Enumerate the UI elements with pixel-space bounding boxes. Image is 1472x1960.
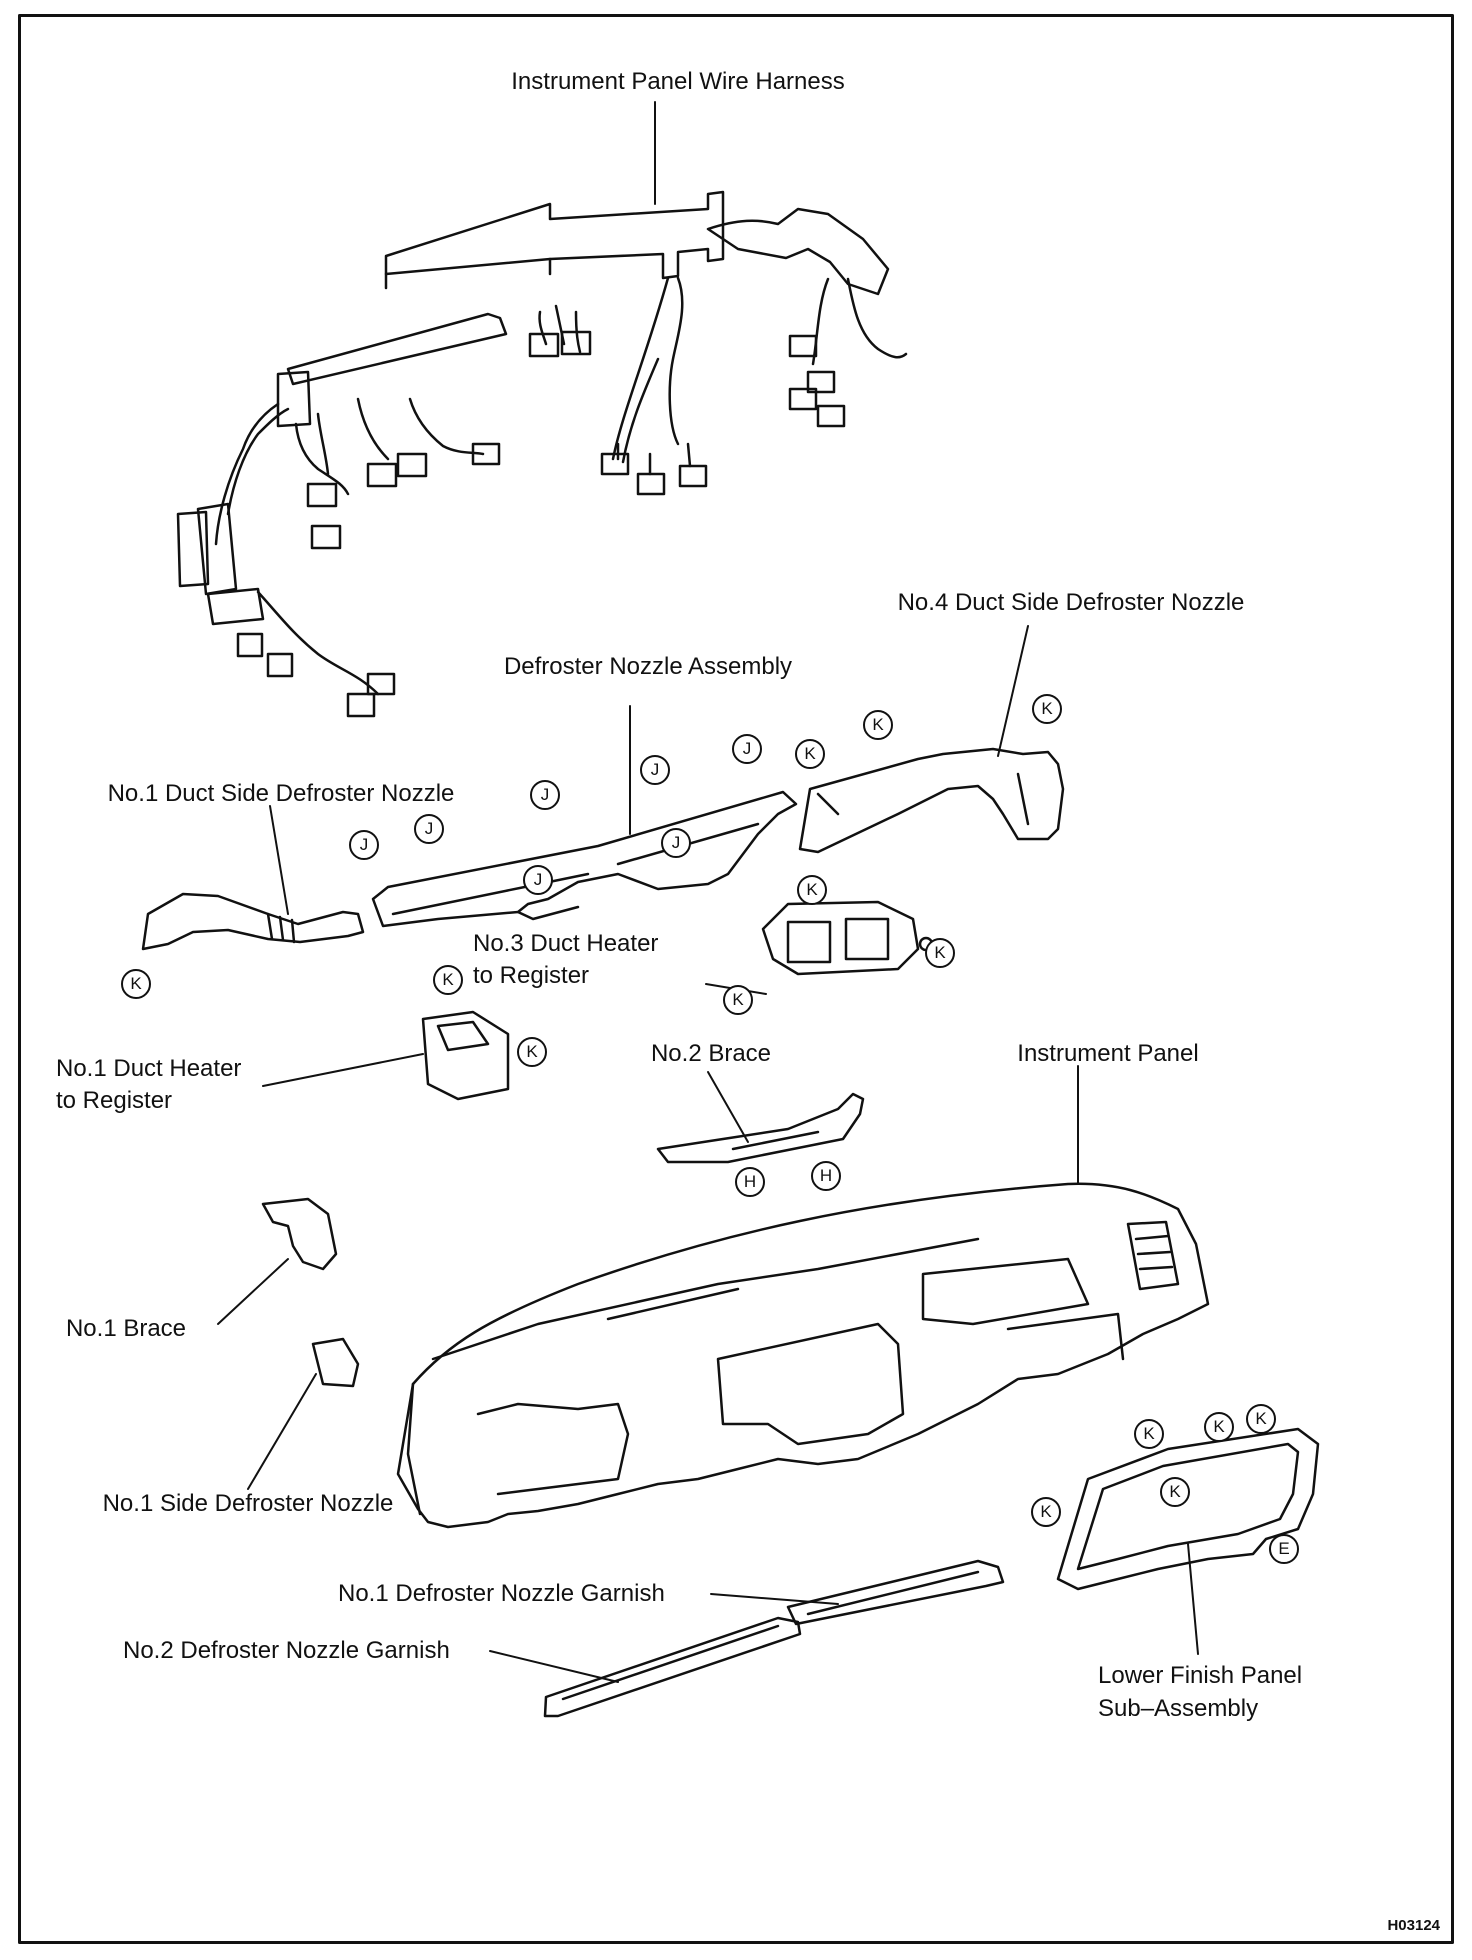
- marker-j: J: [414, 814, 444, 844]
- label-no2-defroster-nozzle-garnish: No.2 Defroster Nozzle Garnish: [123, 1637, 450, 1664]
- marker-k: K: [797, 875, 827, 905]
- marker-k: K: [517, 1037, 547, 1067]
- label-instrument-panel: Instrument Panel: [1017, 1040, 1199, 1067]
- figure-code: H03124: [1387, 1917, 1440, 1934]
- exploded-view-drawing: [18, 14, 1454, 1944]
- label-no1-defroster-nozzle-garnish: No.1 Defroster Nozzle Garnish: [338, 1580, 665, 1607]
- marker-e: E: [1269, 1534, 1299, 1564]
- marker-k: K: [723, 985, 753, 1015]
- label-no3-duct-heater-line2: to Register: [473, 962, 590, 989]
- marker-k: K: [795, 739, 825, 769]
- no3-duct-heater-part: [761, 900, 934, 976]
- no4-duct-side-defroster-nozzle-part: [798, 747, 1065, 854]
- border-frame: [18, 14, 1454, 1944]
- marker-k: K: [1032, 694, 1062, 724]
- label-no1-side-defroster-nozzle: No.1 Side Defroster Nozzle: [102, 1490, 394, 1517]
- label-no1-brace: No.1 Brace: [65, 1315, 187, 1342]
- label-instrument-panel-wire-harness: Instrument Panel Wire Harness: [511, 68, 845, 95]
- diagram-frame: Instrument Panel Wire Harness No.4 Duct …: [18, 14, 1454, 1944]
- label-no1-duct-heater-line2: to Register: [56, 1087, 173, 1114]
- marker-k: K: [1160, 1477, 1190, 1507]
- no1-duct-side-defroster-nozzle-part: [141, 892, 365, 951]
- marker-k: K: [1134, 1419, 1164, 1449]
- marker-k: K: [433, 965, 463, 995]
- marker-j: J: [661, 828, 691, 858]
- marker-h: H: [735, 1167, 765, 1197]
- marker-h: H: [811, 1161, 841, 1191]
- marker-k: K: [863, 710, 893, 740]
- leader-lines: [217, 101, 1199, 1683]
- no2-brace-part: [656, 1092, 865, 1164]
- no1-duct-heater-part: [421, 1010, 510, 1101]
- marker-k: K: [1246, 1404, 1276, 1434]
- marker-k: K: [925, 938, 955, 968]
- defroster-nozzle-garnish-part: [543, 1559, 1005, 1718]
- label-defroster-nozzle-assembly: Defroster Nozzle Assembly: [503, 653, 793, 680]
- marker-k: K: [1031, 1497, 1061, 1527]
- instrument-panel-part: [396, 1182, 1210, 1529]
- marker-j: J: [640, 755, 670, 785]
- lower-finish-panel-part: [1056, 1427, 1320, 1591]
- marker-j: J: [523, 865, 553, 895]
- marker-j: J: [349, 830, 379, 860]
- marker-k: K: [1204, 1412, 1234, 1442]
- defroster-nozzle-assembly-part: [371, 790, 798, 928]
- label-no1-duct-heater-line1: No.1 Duct Heater: [56, 1055, 242, 1082]
- label-lower-finish-panel-line1: Lower Finish Panel: [1098, 1662, 1303, 1689]
- label-no3-duct-heater-line1: No.3 Duct Heater: [473, 930, 659, 957]
- marker-k: K: [121, 969, 151, 999]
- marker-j: J: [530, 780, 560, 810]
- no1-brace-part: [261, 1197, 338, 1271]
- no1-side-defroster-nozzle-part: [311, 1337, 360, 1388]
- wire-harness-part: [176, 190, 908, 718]
- label-no2-brace: No.2 Brace: [650, 1040, 772, 1067]
- label-no4-duct-side-defroster-nozzle: No.4 Duct Side Defroster Nozzle: [897, 589, 1245, 616]
- label-no1-duct-side-defroster-nozzle: No.1 Duct Side Defroster Nozzle: [107, 780, 455, 807]
- marker-j: J: [732, 734, 762, 764]
- label-lower-finish-panel-line2: Sub–Assembly: [1098, 1695, 1259, 1722]
